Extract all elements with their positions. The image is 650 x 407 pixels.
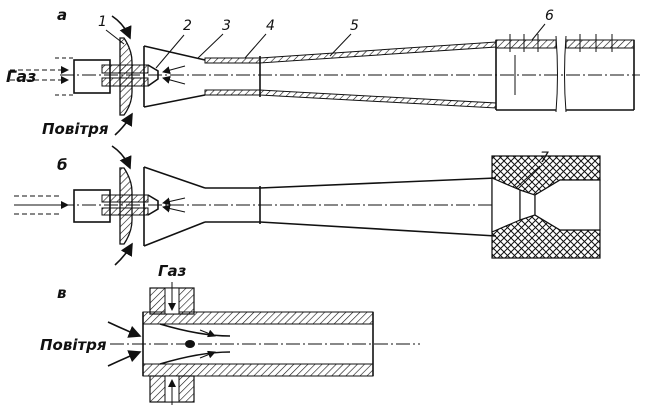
mixer-b [205,187,260,223]
diffuser-wall-top [259,41,497,64]
air-arrow-top-v [107,321,142,338]
air-regulator-disc [119,37,133,116]
callout-4: 4 [266,18,275,34]
inner-throat [159,323,231,365]
panel-a-letter: а [57,6,67,24]
callout-5: 5 [350,18,359,34]
central-nozzle [185,340,195,348]
air-label-a: Повітря [42,120,109,138]
gas-nozzle-tip-b [147,194,159,216]
air-label-v: Повітря [40,336,107,354]
callout-1: 1 [98,14,107,30]
callout-2: 2 [183,18,192,34]
confuser-b [143,166,206,247]
callout-6: 6 [545,8,554,24]
mixer-wall-bottom [204,89,261,96]
air-regulator-disc-b [119,167,133,245]
panel-v-burner: в Газ Повітря [40,262,420,405]
air-arrow-bottom [114,112,133,136]
burner-nozzle-wall-top [495,39,557,49]
leader-3 [197,33,224,59]
air-arrow-bottom-b [114,242,133,266]
leader-4 [244,33,267,59]
gas-label-a: Газ [6,67,36,86]
panel-a-burner: а [6,6,640,138]
air-arrow-top-b [111,145,132,170]
tunnel-ticks [509,34,613,52]
air-arrow-bottom-v [107,350,142,367]
mixer-wall-top [204,57,261,64]
leader-2 [155,34,185,69]
gas-inlet-pipe [73,59,111,94]
leader-5 [329,33,352,57]
callout-7: 7 [540,150,549,166]
leader-7 [515,165,541,189]
gas-label-v: Газ [158,262,187,280]
inner-flow-arrow-b1 [162,197,186,206]
diffuser-b [259,177,497,237]
tunnel-outlet [534,179,601,231]
confuser [143,45,206,108]
break-line-1 [555,35,558,113]
air-arrow-top [111,15,132,40]
leader-1 [105,29,125,45]
callout-3: 3 [222,18,231,34]
mix-arrow-1 [199,329,216,338]
panel-b-letter: б [57,156,67,174]
mix-arrow-2 [199,350,216,359]
inner-flow-arrow-1 [162,65,186,75]
inner-flow-arrow-2 [162,75,186,85]
gas-inlet-pipe-b [73,189,111,223]
inner-flow-arrow-b2 [162,204,186,213]
tube-wall-bottom [142,363,374,377]
panel-v-letter: в [57,284,67,302]
tunnel-throat [519,189,536,221]
gas-nozzle-tip [147,64,159,87]
panel-b-burner: б 7 [14,145,601,266]
burner-tunnel-wall-top [565,39,635,49]
leader-6 [531,23,546,41]
diffuser-wall-bottom [259,89,497,109]
